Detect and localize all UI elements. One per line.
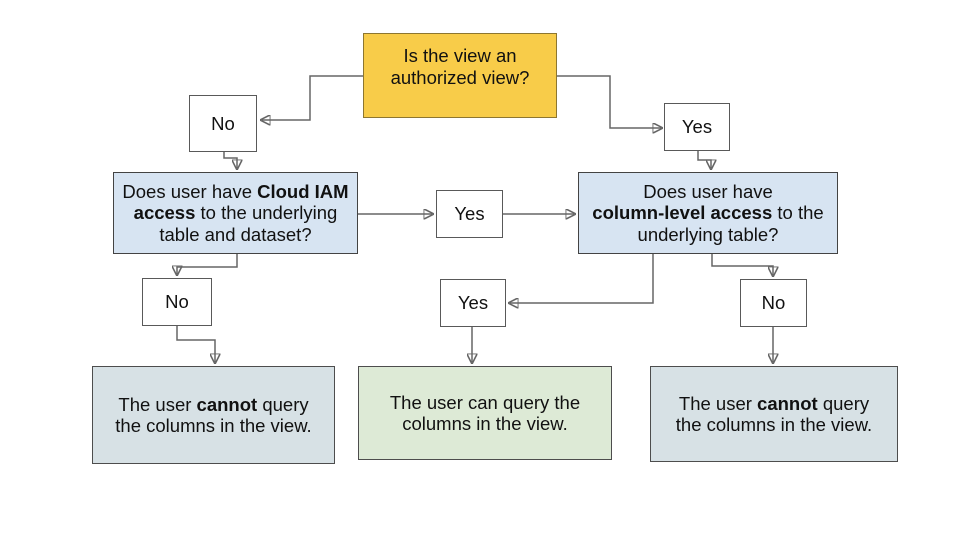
- decision-col-text-post: to the underlying table?: [637, 202, 824, 245]
- decision-iam-text-post: to the underlying table and dataset?: [159, 202, 338, 245]
- connector-root-to-no: [262, 75, 363, 120]
- connector-col-to-yes-bottom: [510, 254, 654, 303]
- connector-col-to-no-bottom: [711, 254, 773, 275]
- decision-iam-text-bold: Cloud IAM access: [133, 180, 349, 224]
- no-label: No: [211, 112, 235, 134]
- outcome-left-text-pre: The user: [118, 393, 197, 415]
- decision-col-text-pre: Does user have: [643, 180, 773, 202]
- decision-column-level-access: Does user have column-level access to th…: [578, 172, 838, 254]
- yes-label: Yes: [457, 292, 489, 314]
- no-label: No: [165, 291, 189, 313]
- decision-cloud-iam-text: Does user have Cloud IAM access to the u…: [119, 181, 352, 246]
- outcome-left-text-bold: cannot: [196, 393, 258, 415]
- decision-column-text: Does user have column-level access to th…: [591, 181, 825, 246]
- yes-label: Yes: [454, 203, 485, 225]
- outcome-left-text-post: query the columns in the view.: [115, 393, 312, 437]
- branch-label-no-bottom-right: No: [740, 279, 807, 327]
- decision-col-text-bold: column-level access: [592, 202, 773, 224]
- decision-iam-text-pre: Does user have: [122, 180, 258, 202]
- connector-yes-to-decision-col: [697, 151, 711, 168]
- branch-label-no-bottom-left: No: [142, 278, 212, 326]
- connector-no-to-outcome-left: [176, 326, 215, 362]
- root-question-node: Is the view an authorized view?: [363, 33, 557, 118]
- outcome-right-text-bold: cannot: [757, 392, 818, 414]
- outcome-right-text-post: query the columns in the view.: [675, 392, 873, 436]
- root-question-label: Is the view an authorized view?: [390, 45, 530, 88]
- connector-no-to-decision-iam: [223, 152, 237, 168]
- outcome-cannot-query-right: The user cannot query the columns in the…: [650, 366, 898, 462]
- outcome-left-text: The user cannot query the columns in the…: [109, 394, 318, 437]
- outcome-mid-text: The user can query the columns in the vi…: [389, 391, 581, 435]
- branch-label-yes-bottom-middle: Yes: [440, 279, 506, 327]
- outcome-cannot-query-left: The user cannot query the columns in the…: [92, 366, 335, 464]
- decision-cloud-iam-access: Does user have Cloud IAM access to the u…: [113, 172, 358, 254]
- branch-label-yes-middle: Yes: [436, 190, 503, 238]
- connector-root-to-yes: [557, 75, 661, 128]
- branch-label-no-top-left: No: [189, 95, 257, 152]
- outcome-right-text-pre: The user: [678, 392, 758, 414]
- branch-label-yes-top-right: Yes: [664, 103, 730, 151]
- yes-label: Yes: [681, 116, 713, 138]
- no-label: No: [761, 292, 786, 314]
- outcome-can-query: The user can query the columns in the vi…: [358, 366, 612, 460]
- connector-iam-to-no-bottom: [177, 254, 238, 274]
- outcome-right-text: The user cannot query the columns in the…: [667, 393, 881, 436]
